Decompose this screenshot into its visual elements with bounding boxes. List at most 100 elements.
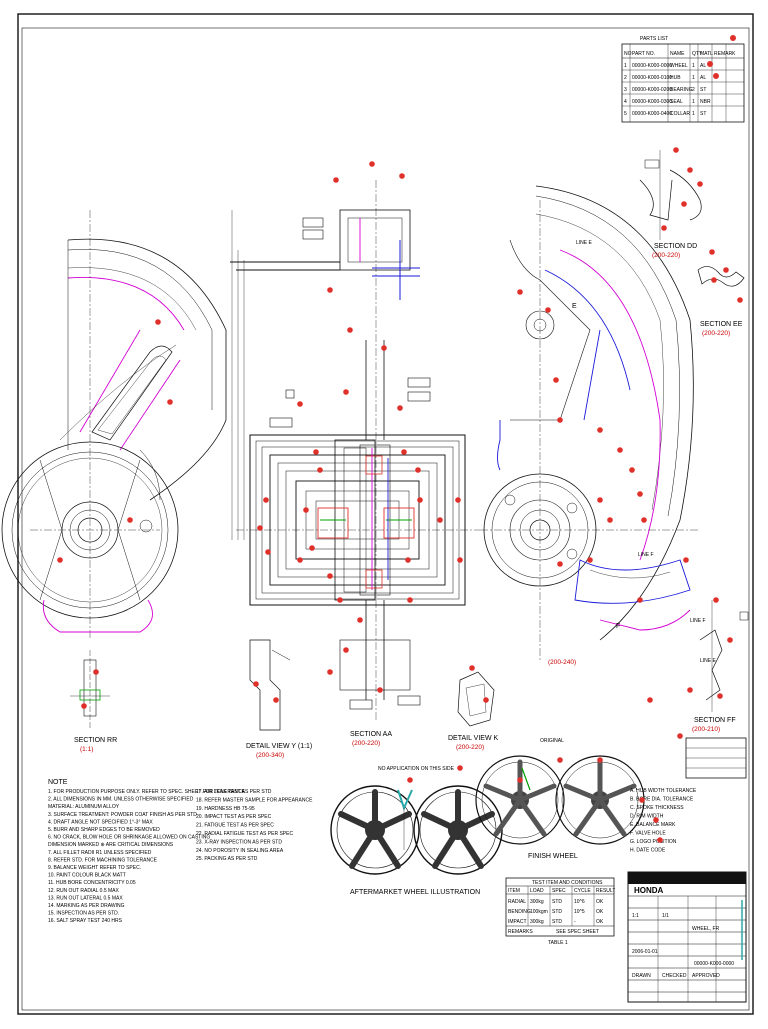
parts-cell: 1 <box>624 63 627 69</box>
dimension-balloon <box>617 447 623 453</box>
line-e-label-2: LINE E <box>700 658 717 664</box>
test-footer-right: SEE SPEC SHEET <box>556 929 599 935</box>
parts-header-cell: MATL <box>700 51 713 57</box>
dimension-balloon <box>415 467 421 473</box>
parts-cell: 1 <box>692 111 695 117</box>
parts-cell: 4 <box>624 99 627 105</box>
dimension-balloon <box>369 161 375 167</box>
note-line: 1. FOR PRODUCTION PURPOSE ONLY. REFER TO… <box>48 789 246 795</box>
dimension-balloon <box>553 377 559 383</box>
note-line: 8. REFER STD. FOR MACHINING TOLERANCE <box>48 857 158 863</box>
dimension-balloon <box>687 687 693 693</box>
dimension-balloon <box>263 497 269 503</box>
section-aa-label: SECTION AA <box>350 731 392 738</box>
title-name: WHEEL, FR <box>692 926 720 932</box>
test-header-cell: CYCLE <box>574 888 591 894</box>
parts-header-cell: NAME <box>670 51 685 57</box>
test-cell: STD <box>552 919 562 925</box>
dimension-balloon <box>637 491 643 497</box>
note-line: 12. RUN OUT RADIAL 0.5 MAX <box>48 888 120 894</box>
dimension-balloon <box>683 557 689 563</box>
note-line: 2. ALL DIMENSIONS IN MM. UNLESS OTHERWIS… <box>48 797 194 803</box>
title-company: HONDA <box>634 886 664 895</box>
test-cell: IMPACT <box>508 919 527 925</box>
parts-cell: AL <box>700 75 706 81</box>
dimension-balloon <box>405 557 411 563</box>
dimension-balloons <box>57 147 743 843</box>
dimension-balloon <box>681 201 687 207</box>
dimension-balloon <box>455 497 461 503</box>
dimension-balloon <box>597 497 603 503</box>
note-line: 21. FATIGUE TEST AS PER SPEC <box>196 823 274 829</box>
dimension-balloon <box>273 697 279 703</box>
note-line: 9. BALANCE WEIGHT REFER TO SPEC. <box>48 865 141 871</box>
finish-wheel-left <box>475 755 565 845</box>
title-approved: APPROVED <box>692 973 720 979</box>
dimension-balloon <box>333 177 339 183</box>
test-cell: 100kgm <box>530 909 548 915</box>
parts-cell: COLLAR <box>670 111 690 117</box>
wheel-illustration-left <box>330 785 420 875</box>
note-line: 11. HUB BORE CONCENTRICITY 0.05 <box>48 880 136 886</box>
dimension-balloon <box>401 449 407 455</box>
notes-heading: NOTE <box>48 779 68 786</box>
note-line: 17. AIR LEAK TEST AS PER STD <box>196 789 272 795</box>
dimension-balloon <box>629 467 635 473</box>
dimension-balloon <box>673 147 679 153</box>
parts-cell: 1 <box>692 63 695 69</box>
letter-f: F <box>616 623 620 630</box>
test-header-cell: LOAD <box>530 888 544 894</box>
parts-cell: 00000-K000-0000 <box>632 63 672 69</box>
finish-rim-label: ORIGINAL <box>540 738 564 744</box>
notes-block: NOTE 1. FOR PRODUCTION PURPOSE ONLY. REF… <box>48 779 313 924</box>
parts-header-cell: QTY <box>692 51 703 57</box>
note-line: 22. RADIAL FATIGUE TEST AS PER SPEC <box>196 831 293 837</box>
finish-wheel-illustration: ORIGINAL FINISH WHEEL <box>475 738 645 860</box>
parts-header-cell: NO <box>624 51 632 57</box>
section-rr-label: SECTION RR <box>74 737 117 744</box>
dimension-balloon <box>607 517 613 523</box>
dimension-balloon <box>737 297 743 303</box>
test-cell: 10^5 <box>574 909 585 915</box>
dimension-balloon <box>297 557 303 563</box>
parts-cell: 00000-K000-0100 <box>632 75 672 81</box>
title-scale: 1:1 <box>632 913 639 919</box>
finish-wheel-right <box>555 755 645 845</box>
finish-wheel-title: FINISH WHEEL <box>528 853 578 860</box>
section-dd-scale: (200-220) <box>652 252 680 259</box>
dimension-balloon <box>309 545 315 551</box>
inner-border <box>21 27 750 1011</box>
title-drawing-no: 00000-K000-0000 <box>694 961 734 967</box>
letter-e: E <box>572 303 577 310</box>
dimension-balloon <box>687 167 693 173</box>
right-note-line: C. SPOKE THICKNESS <box>630 805 684 811</box>
dimension-balloon <box>483 697 489 703</box>
dimension-balloon <box>711 277 717 283</box>
parts-header-cell: PART NO. <box>632 51 655 57</box>
parts-cell: 5 <box>624 111 627 117</box>
note-line: 6. NO CRACK, BLOW HOLE OR SHRINKAGE ALLO… <box>48 835 210 841</box>
dimension-balloon <box>377 687 383 693</box>
parts-cell: WHEEL <box>670 63 688 69</box>
parts-cell: 1 <box>692 75 695 81</box>
dimension-balloon <box>317 467 323 473</box>
dimension-balloon <box>677 733 683 739</box>
parts-cell: ST <box>700 87 706 93</box>
note-line: 13. RUN OUT LATERAL 0.5 MAX <box>48 895 123 901</box>
wheel-illustration-right <box>413 785 503 875</box>
section-ff-detail: SECTION FF (200-210) <box>692 600 749 733</box>
right-note-line: G. LOGO POSITION <box>630 839 677 845</box>
parts-table-title: PARTS LIST <box>640 36 668 42</box>
dimension-balloon <box>127 517 133 523</box>
parts-cell: HUB <box>670 75 681 81</box>
parts-cell: NBR <box>700 99 711 105</box>
dimension-balloon <box>661 225 667 231</box>
dimension-balloon <box>253 681 259 687</box>
parts-cell: 3 <box>624 87 627 93</box>
dimension-balloon <box>327 669 333 675</box>
dimension-balloon <box>697 181 703 187</box>
dimension-balloon <box>437 517 443 523</box>
parts-cell: 00000-K000-0200 <box>632 87 672 93</box>
